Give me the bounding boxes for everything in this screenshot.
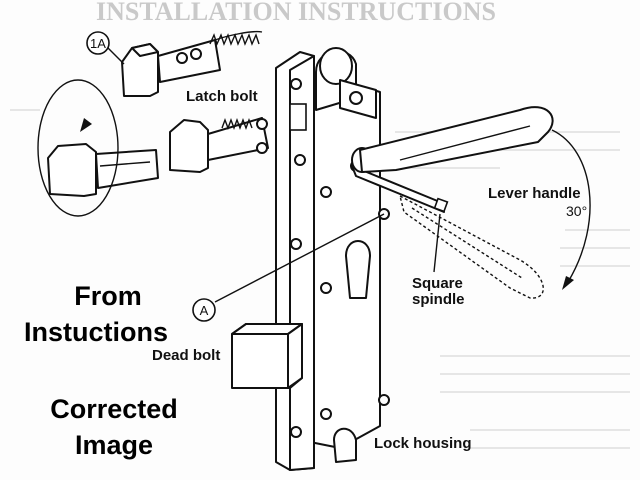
label-latch-bolt: Latch bolt bbox=[186, 88, 258, 105]
lever-handle-icon bbox=[351, 106, 591, 299]
label-dead-bolt: Dead bolt bbox=[152, 347, 220, 364]
callout-a: A bbox=[192, 213, 385, 322]
faint-header: INSTALLATION INSTRUCTIONS bbox=[96, 0, 496, 26]
lock-body-icon bbox=[275, 47, 390, 471]
overlay-line-corrected: Corrected bbox=[50, 394, 178, 424]
rotation-arrow-icon bbox=[37, 79, 119, 217]
callout-1a: 1A bbox=[86, 31, 125, 65]
overlay-line-image: Image bbox=[75, 430, 153, 460]
label-angle: 30° bbox=[566, 203, 587, 219]
dead-bolt-icon bbox=[231, 323, 303, 389]
svg-text:A: A bbox=[200, 303, 209, 318]
label-spindle: spindle bbox=[412, 291, 465, 308]
label-square: Square bbox=[412, 275, 463, 292]
overlay-line-from: From bbox=[74, 281, 142, 311]
label-lever-handle: Lever handle bbox=[488, 185, 581, 202]
latch-bolt-icon bbox=[47, 30, 269, 197]
label-lock-housing: Lock housing bbox=[374, 435, 472, 452]
svg-text:1A: 1A bbox=[90, 36, 106, 51]
overlay-annotation: From Instuctions Corrected Image bbox=[24, 281, 178, 460]
overlay-line-instuctions: Instuctions bbox=[24, 317, 168, 347]
spindle-leader bbox=[433, 213, 441, 273]
